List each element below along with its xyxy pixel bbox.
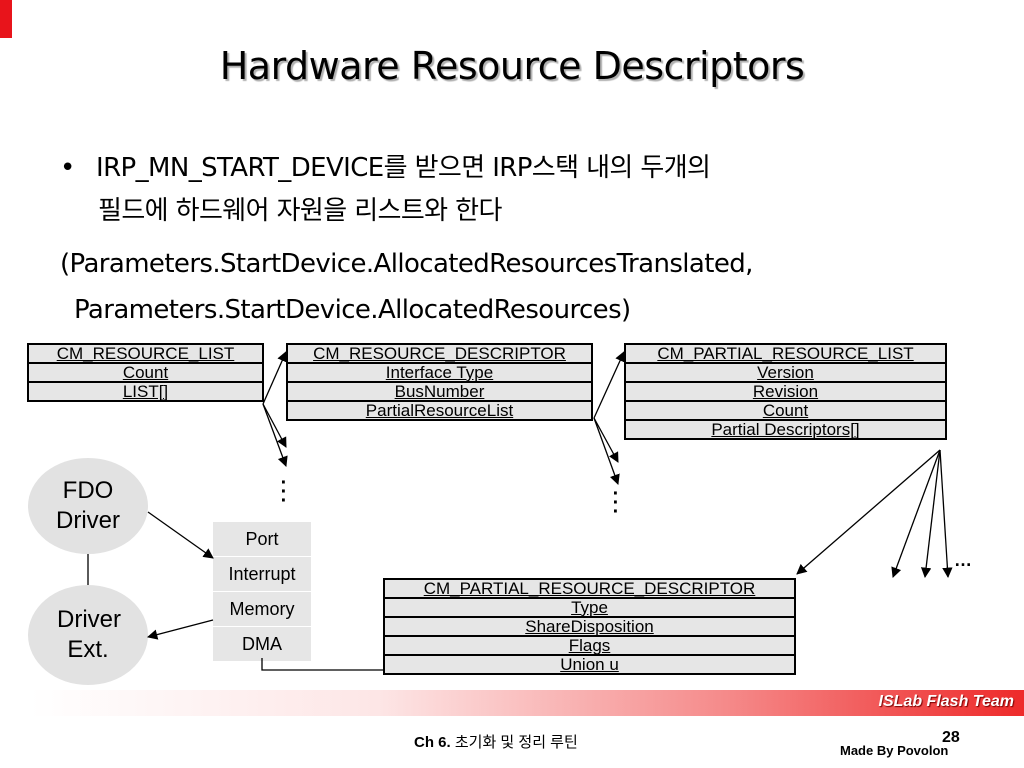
corner-accent-mark	[0, 0, 12, 38]
table-field: ShareDisposition	[383, 616, 796, 637]
arrow-partial-list-next-2	[593, 417, 620, 485]
chapter-label: Ch 6. 초기화 및 정리 루틴	[414, 731, 578, 752]
fdo-driver-node: FDO Driver	[28, 458, 148, 554]
driver-ext-node: Driver Ext.	[28, 585, 148, 685]
arrow-partial-descriptors-next-3	[939, 449, 953, 579]
parameters-line-2: Parameters.StartDevice.AllocatedResource…	[74, 295, 631, 325]
arrow-partial-descriptors-next-2	[920, 449, 941, 579]
cm-partial-resource-list-table: CM_PARTIAL_RESOURCE_LIST Version Revisio…	[624, 343, 947, 440]
cm-resource-descriptor-table: CM_RESOURCE_DESCRIPTOR Interface Type Bu…	[286, 343, 593, 421]
table-field: Union u	[383, 654, 796, 675]
table-field: Partial Descriptors[]	[624, 419, 947, 440]
arrow-partial-descriptors-to-descriptor	[796, 449, 941, 575]
resource-type-interrupt: Interrupt	[213, 557, 311, 592]
table-field: Revision	[624, 381, 947, 402]
bullet-line-1: IRP_MN_START_DEVICE를 받으면 IRP스택 내의 두개의	[96, 153, 711, 183]
arrow-list-next-1	[262, 403, 287, 448]
table-header: CM_PARTIAL_RESOURCE_DESCRIPTOR	[383, 578, 796, 599]
arrow-list-next-2	[262, 403, 288, 467]
arrow-resources-to-driver-ext	[146, 619, 214, 640]
arrow-fdo-to-resources	[147, 511, 214, 559]
slide-title: Hardware Resource Descriptors	[219, 44, 805, 88]
table-field: Count	[27, 362, 264, 383]
arrow-list-to-descriptor	[262, 351, 287, 405]
chapter-title: 초기화 및 정리 루틴	[454, 734, 578, 751]
vertical-ellipsis-2: ···	[612, 483, 620, 523]
table-field: LIST[]	[27, 381, 264, 402]
bullet-line-2: 필드에 하드웨어 자원을 리스트와 한다	[98, 196, 502, 226]
resource-type-dma: DMA	[213, 627, 311, 662]
driver-ext-label: Driver Ext.	[57, 606, 121, 663]
cm-partial-resource-descriptor-table: CM_PARTIAL_RESOURCE_DESCRIPTOR Type Shar…	[383, 578, 796, 675]
chapter-prefix: Ch 6.	[414, 734, 451, 751]
table-header: CM_PARTIAL_RESOURCE_LIST	[624, 343, 947, 364]
table-field: BusNumber	[286, 381, 593, 402]
table-field: Version	[624, 362, 947, 383]
resource-type-memory: Memory	[213, 592, 311, 627]
footer-band: ISLab Flash Team	[30, 690, 1024, 716]
team-label: ISLab Flash Team	[878, 693, 1014, 710]
link-dma-union	[261, 658, 383, 671]
resource-types-stack: Port Interrupt Memory DMA	[213, 522, 311, 662]
table-field: Flags	[383, 635, 796, 656]
table-header: CM_RESOURCE_LIST	[27, 343, 264, 364]
bullet-dot: •	[60, 153, 76, 183]
parameters-line-1: (Parameters.StartDevice.AllocatedResourc…	[60, 249, 753, 279]
arrow-partial-list-next-1	[593, 417, 619, 463]
table-field: PartialResourceList	[286, 400, 593, 421]
author-label: Made By Povolon	[840, 743, 949, 758]
table-header: CM_RESOURCE_DESCRIPTOR	[286, 343, 593, 364]
page-number: 28	[942, 729, 960, 746]
arrow-partial-descriptors-next-1	[891, 449, 941, 578]
fdo-driver-label: FDO Driver	[56, 477, 120, 534]
table-field: Type	[383, 597, 796, 618]
cm-resource-list-table: CM_RESOURCE_LIST Count LIST[]	[27, 343, 264, 402]
arrow-partial-list-to-partial-resource-list	[593, 351, 625, 419]
resource-type-port: Port	[213, 522, 311, 557]
more-ellipsis: …	[954, 550, 972, 570]
vertical-ellipsis-1: ···	[280, 472, 288, 512]
table-field: Count	[624, 400, 947, 421]
table-field: Interface Type	[286, 362, 593, 383]
